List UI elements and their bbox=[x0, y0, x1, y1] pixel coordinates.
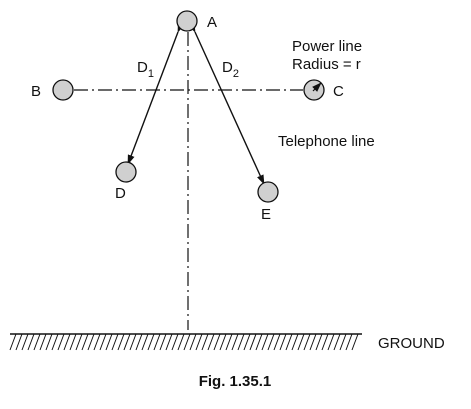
ground-hatching bbox=[9, 333, 359, 351]
hatch-mark bbox=[315, 333, 323, 351]
hatch-mark bbox=[135, 333, 143, 351]
conductor-a bbox=[176, 10, 198, 32]
hatch-mark bbox=[21, 333, 29, 351]
hatch-mark bbox=[351, 333, 359, 351]
hatch-mark bbox=[159, 333, 167, 351]
hatch-mark bbox=[195, 333, 203, 351]
hatch-mark bbox=[75, 333, 83, 351]
label-d1: D1 bbox=[137, 59, 154, 80]
hatch-mark bbox=[285, 333, 293, 351]
radius-indicator bbox=[312, 82, 322, 92]
hatch-mark bbox=[291, 333, 299, 351]
hatch-mark bbox=[243, 333, 251, 351]
hatch-mark bbox=[339, 333, 347, 351]
hatch-mark bbox=[249, 333, 257, 351]
hatch-mark bbox=[57, 333, 65, 351]
label-telephone-line: Telephone line bbox=[278, 133, 375, 150]
label-radius: Radius = r bbox=[292, 56, 361, 73]
hatch-mark bbox=[219, 333, 227, 351]
hatch-mark bbox=[33, 333, 41, 351]
conductor-d bbox=[115, 161, 137, 183]
hatch-mark bbox=[321, 333, 329, 351]
hatch-mark bbox=[141, 333, 149, 351]
conductor-b bbox=[52, 79, 74, 101]
conductor-e bbox=[257, 181, 279, 203]
hatch-mark bbox=[99, 333, 107, 351]
hatch-mark bbox=[123, 333, 131, 351]
label-d: D bbox=[115, 185, 126, 202]
hatch-mark bbox=[129, 333, 137, 351]
hatch-mark bbox=[309, 333, 317, 351]
hatch-mark bbox=[63, 333, 71, 351]
hatch-mark bbox=[231, 333, 239, 351]
arrow-d2 bbox=[188, 22, 265, 185]
hatch-mark bbox=[279, 333, 287, 351]
hatch-mark bbox=[51, 333, 59, 351]
hatch-mark bbox=[327, 333, 335, 351]
hatch-mark bbox=[153, 333, 161, 351]
hatch-mark bbox=[183, 333, 191, 351]
hatch-mark bbox=[345, 333, 353, 351]
hatch-mark bbox=[297, 333, 305, 351]
hatch-mark bbox=[189, 333, 197, 351]
hatch-mark bbox=[261, 333, 269, 351]
hatch-mark bbox=[171, 333, 179, 351]
arrow-d1 bbox=[127, 22, 185, 165]
hatch-mark bbox=[111, 333, 119, 351]
label-c: C bbox=[333, 83, 344, 100]
hatch-mark bbox=[207, 333, 215, 351]
label-e: E bbox=[261, 206, 271, 223]
figure-caption: Fig. 1.35.1 bbox=[199, 373, 272, 390]
hatch-mark bbox=[333, 333, 341, 351]
label-a: A bbox=[207, 14, 217, 31]
hatch-mark bbox=[27, 333, 35, 351]
hatch-mark bbox=[255, 333, 263, 351]
label-d2: D2 bbox=[222, 59, 239, 80]
hatch-mark bbox=[87, 333, 95, 351]
hatch-mark bbox=[45, 333, 53, 351]
hatch-mark bbox=[15, 333, 23, 351]
label-b: B bbox=[31, 83, 41, 100]
hatch-mark bbox=[39, 333, 47, 351]
hatch-mark bbox=[177, 333, 185, 351]
hatch-mark bbox=[267, 333, 275, 351]
hatch-mark bbox=[69, 333, 77, 351]
hatch-mark bbox=[117, 333, 125, 351]
hatch-mark bbox=[165, 333, 173, 351]
hatch-mark bbox=[81, 333, 89, 351]
hatch-mark bbox=[93, 333, 101, 351]
hatch-mark bbox=[273, 333, 281, 351]
hatch-mark bbox=[303, 333, 311, 351]
hatch-mark bbox=[225, 333, 233, 351]
hatch-mark bbox=[237, 333, 245, 351]
hatch-mark bbox=[213, 333, 221, 351]
hatch-mark bbox=[147, 333, 155, 351]
label-ground: GROUND bbox=[378, 335, 445, 352]
hatch-mark bbox=[105, 333, 113, 351]
hatch-mark bbox=[9, 333, 17, 351]
hatch-mark bbox=[201, 333, 209, 351]
label-power-line: Power line bbox=[292, 38, 362, 55]
